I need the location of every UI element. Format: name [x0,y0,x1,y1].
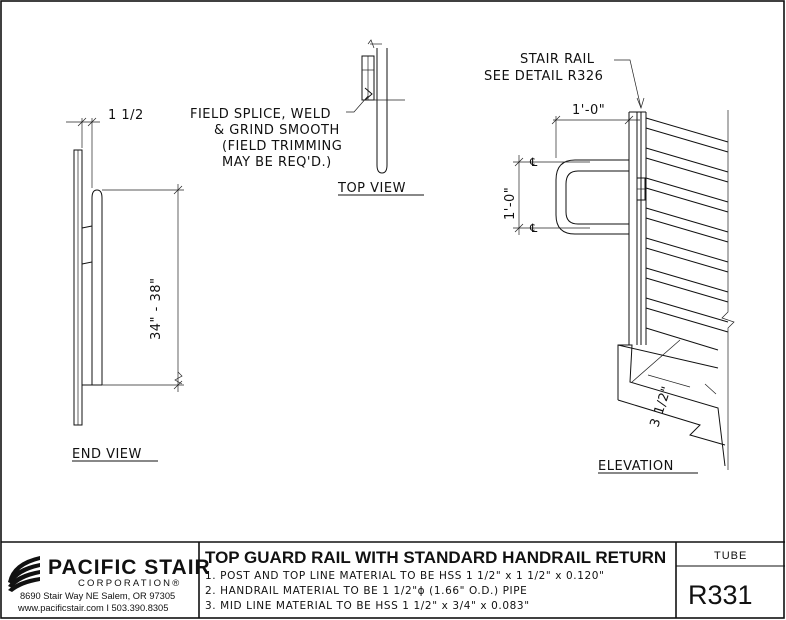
top-view-handrail [376,48,388,174]
title-block: PACIFIC STAIR CORPORATION® 8690 Stair Wa… [1,541,785,618]
end-view-handrail [91,189,103,385]
note-2: 2. HANDRAIL MATERIAL TO BE 1 1/2"ɸ (1.66… [205,585,527,597]
top-view-label: TOP VIEW [337,181,406,196]
material-label: TUBE [714,550,747,562]
pacific-stair-logo [8,556,40,592]
top-view: FIELD SPLICE, WELD & GRIND SMOOTH (FIELD… [190,39,424,196]
company-address: 8690 Stair Way NE Salem, OR 97305 [20,591,175,601]
company-name: PACIFIC STAIR [48,556,211,579]
dim-return-spacing-text: 1'-0" [503,187,518,220]
dim-width-text: 1 1/2 [108,108,144,123]
dim-height-text: 34" - 38" [149,278,164,341]
elevation-label: ELEVATION [598,459,674,474]
stair-rail-line-2: SEE DETAIL R326 [484,69,603,84]
stair-rail-slats [645,117,729,351]
elevation: STAIR RAIL SEE DETAIL R326 [484,52,735,474]
note-3: 3. MID LINE MATERIAL TO BE HSS 1 1/2" x … [205,600,530,612]
end-view: 1 1/2 34" - 38" END VIEW [66,108,184,462]
drawing-title: TOP GUARD RAIL WITH STANDARD HANDRAIL RE… [205,548,666,567]
field-splice-line-3: (FIELD TRIMMING [222,139,342,154]
stair-rail-line-1: STAIR RAIL [520,52,595,67]
company-web-phone: www.pacificstair.com I 503.390.8305 [17,603,168,613]
centerline-symbol-bottom: ℄ [529,221,538,235]
dim-return-length-text: 1'-0" [572,103,605,118]
centerline-symbol-top: ℄ [529,155,538,169]
stair-stringer [617,344,726,467]
note-1: 1. POST AND TOP LINE MATERIAL TO BE HSS … [205,570,605,582]
field-splice-line-1: FIELD SPLICE, WELD [190,107,331,122]
field-splice-line-2: & GRIND SMOOTH [214,123,340,138]
field-splice-line-4: MAY BE REQ'D.) [222,155,332,170]
company-sub: CORPORATION® [78,578,181,589]
dim-stringer-text: 3 1/2" [648,384,675,429]
end-view-label: END VIEW [72,447,142,462]
detail-number: R331 [688,580,753,610]
elevation-handrail-return [555,159,629,235]
